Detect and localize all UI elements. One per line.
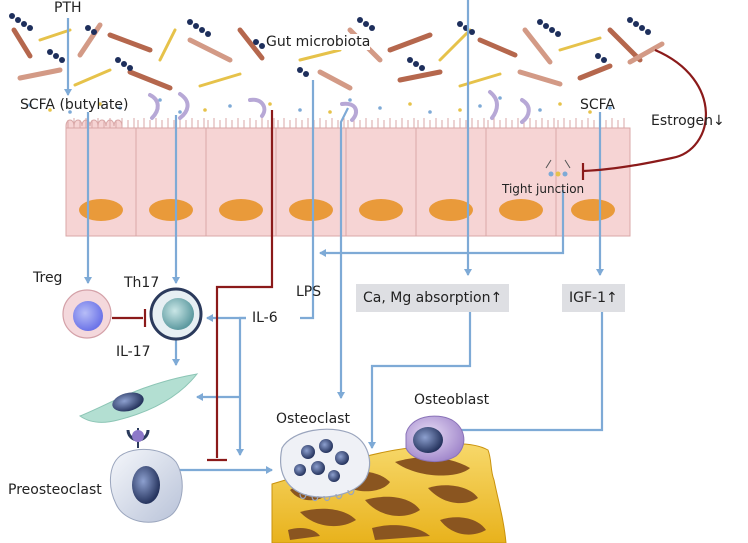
igf1-box: IGF-1↑	[562, 284, 625, 312]
lps-line	[300, 80, 315, 320]
scfa-label: SCFA	[580, 97, 616, 113]
microbiota-to-osteoclast-arrow	[337, 107, 349, 399]
preosteoclast-label: Preosteoclast	[8, 482, 102, 498]
stromal-cell	[78, 373, 199, 423]
scfa-butylate-label: SCFA (butylate)	[20, 97, 129, 113]
osteoclast-label: Osteoclast	[276, 411, 350, 427]
ca-mg-absorption-box: Ca, Mg absorption↑	[356, 284, 510, 312]
nucleus	[149, 199, 193, 221]
nucleus	[289, 199, 333, 221]
ca-mg-to-bone-arrow	[368, 312, 472, 449]
estrogen-label: Estrogen↓	[651, 113, 725, 129]
th17-cell	[149, 287, 203, 341]
nucleus	[79, 199, 123, 221]
inhibitory-lines	[112, 48, 707, 462]
rankl-rank-receptor	[126, 428, 150, 448]
tight-junction-icon	[545, 159, 571, 177]
treg-label: Treg	[33, 270, 63, 286]
lps-label: LPS	[296, 284, 322, 300]
osteoblast-label: Osteoblast	[414, 392, 490, 408]
pth-label: PTH	[54, 0, 82, 16]
gut-microbiota-label: Gut microbiota	[266, 34, 371, 50]
tight-junction-label: Tight junction	[502, 182, 585, 196]
epithelial-cell	[345, 127, 417, 237]
il6-label: IL-6	[252, 310, 278, 326]
osteoclast-cell	[280, 428, 371, 502]
nucleus	[429, 199, 473, 221]
nucleus	[499, 199, 543, 221]
stimulating-arrows	[64, 0, 604, 474]
estrogen-inhibit-line	[582, 48, 707, 173]
gut-microbiota-band	[9, 13, 665, 114]
th17-label: Th17	[124, 275, 160, 291]
treg-cell	[62, 289, 112, 339]
nucleus	[359, 199, 403, 221]
preosteoclast-cell	[110, 448, 183, 523]
microbiota-inhibit-line	[215, 110, 274, 458]
osteoblast-cell	[405, 415, 465, 463]
tight-junction-arrow	[319, 190, 565, 257]
nucleus	[571, 199, 615, 221]
filamentous-bacteria	[148, 90, 531, 124]
intestinal-epithelium	[65, 90, 631, 237]
il17-label: IL-17	[116, 344, 151, 360]
igf1-to-osteoblast-arrow	[445, 312, 604, 434]
il6-down-arrow	[236, 316, 246, 456]
nucleus	[219, 199, 263, 221]
